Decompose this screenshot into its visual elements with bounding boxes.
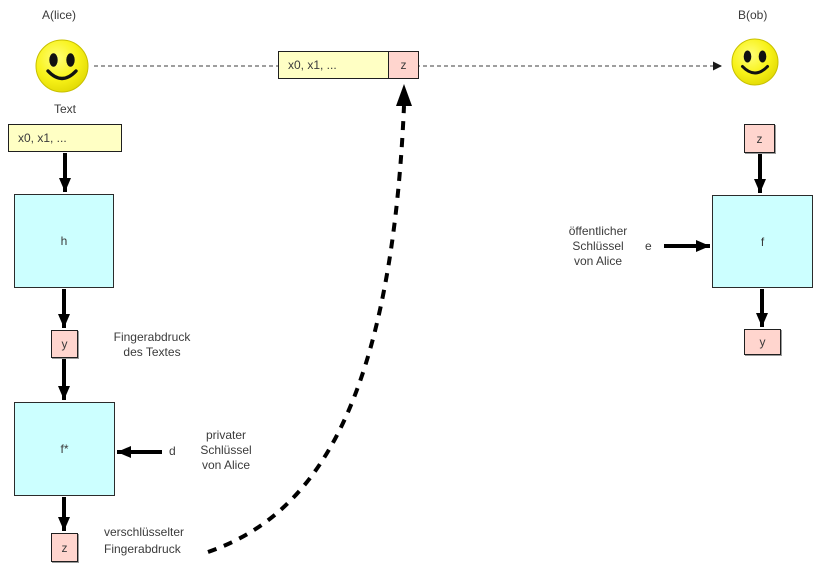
public-key-label: öffentlicher Schlüssel von Alice xyxy=(568,224,628,268)
actor-label-alice: A(lice) xyxy=(42,8,77,22)
signature-attach-curve xyxy=(207,105,406,554)
bob-signature-box: z xyxy=(744,124,775,153)
alice-signature-box: z xyxy=(51,533,78,562)
private-key-label: privater Schlüssel von Alice xyxy=(200,428,252,472)
sign-function-box: f* xyxy=(14,402,115,496)
bob-fingerprint-box: y xyxy=(744,329,781,355)
alice-message-box: x0, x1, ... xyxy=(8,124,122,152)
signature-attach-arrowhead xyxy=(396,84,412,106)
actor-label-bob: B(ob) xyxy=(738,8,768,22)
private-key-symbol: d xyxy=(169,444,176,458)
alice-smiley-icon xyxy=(35,39,89,93)
channel-signature-box: z xyxy=(388,51,419,79)
channel-message-box: x0, x1, ... xyxy=(278,51,389,79)
verify-function-box: f xyxy=(712,195,813,288)
alice-fingerprint-box: y xyxy=(51,330,78,358)
text-label: Text xyxy=(53,102,76,116)
public-key-symbol: e xyxy=(645,239,652,253)
fingerprint-label: Fingerabdruck des Textes xyxy=(113,330,191,359)
bob-smiley-icon xyxy=(731,38,779,86)
signature-label: verschlüsselter Fingerabdruck xyxy=(104,525,185,556)
hash-function-box: h xyxy=(14,194,114,288)
